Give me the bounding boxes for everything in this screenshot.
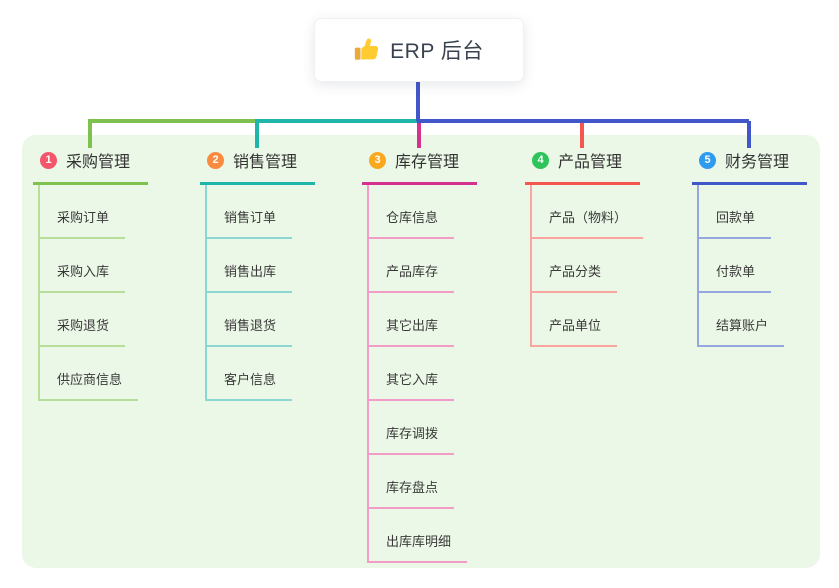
- branch-number-badge: 4: [532, 151, 549, 169]
- mindmap-node-label: 产品分类: [532, 261, 618, 293]
- mindmap-node-item[interactable]: 供应商信息: [40, 347, 148, 401]
- connector-segment-middle: [255, 119, 419, 123]
- branch-产品管理: 4 产品管理产品（物料） 产品分类产品单位: [525, 148, 644, 347]
- connector-drop-5: [747, 121, 751, 148]
- thumbs-up-icon: [354, 37, 380, 63]
- mindmap-node-item[interactable]: 采购订单: [40, 185, 148, 239]
- branch-item-list: 采购订单采购入库采购退货供应商信息: [38, 185, 148, 401]
- mindmap-node-label: 采购退货: [40, 315, 126, 347]
- mindmap-node-item[interactable]: 客户信息: [207, 347, 315, 401]
- mindmap-node-item[interactable]: 产品分类: [532, 239, 640, 293]
- branch-number-badge: 1: [40, 151, 57, 169]
- mindmap-node-label: 结算账户: [699, 315, 785, 347]
- mindmap-node-label: 库存调拨: [369, 423, 455, 455]
- branch-number-badge: 5: [699, 151, 716, 169]
- mindmap-node-item[interactable]: 销售退货: [207, 293, 315, 347]
- branch-label: 库存管理: [395, 154, 460, 171]
- branch-采购管理: 1 采购管理采购订单采购入库采购退货供应商信息: [33, 148, 148, 401]
- branch-number-badge: 2: [207, 151, 224, 169]
- branch-label: 销售管理: [233, 154, 298, 171]
- branches-panel: [22, 135, 820, 568]
- mindmap-node-item[interactable]: 其它入库: [369, 347, 477, 401]
- mindmap-node-label: 产品单位: [532, 315, 618, 347]
- mindmap-node-item[interactable]: 产品（物料）: [532, 185, 644, 239]
- mindmap-node-label: 产品库存: [369, 261, 455, 293]
- branch-header-库存管理[interactable]: 3 库存管理: [362, 148, 477, 185]
- mindmap-node-label: 付款单: [699, 261, 772, 293]
- root-node-title: ERP 后台: [390, 40, 484, 63]
- root-node[interactable]: ERP 后台: [314, 18, 524, 82]
- branch-label: 财务管理: [725, 154, 790, 171]
- connector-drop-2: [255, 121, 259, 148]
- mindmap-node-label: 销售订单: [207, 207, 293, 239]
- connector-drop-4: [580, 121, 584, 148]
- root-stem-line: [416, 82, 420, 121]
- connector-segment-right: [417, 119, 749, 123]
- mindmap-node-label: 客户信息: [207, 369, 293, 401]
- branch-item-list: 回款单付款单结算账户: [697, 185, 807, 347]
- mindmap-node-label: 采购订单: [40, 207, 126, 239]
- mindmap-node-item[interactable]: 采购退货: [40, 293, 148, 347]
- mindmap-node-item[interactable]: 库存调拨: [369, 401, 477, 455]
- mindmap-node-item[interactable]: 销售订单: [207, 185, 315, 239]
- mindmap-node-item[interactable]: 付款单: [699, 239, 807, 293]
- mindmap-node-item[interactable]: 结算账户: [699, 293, 807, 347]
- mindmap-node-label: 产品（物料）: [532, 207, 644, 239]
- mindmap-node-label: 采购入库: [40, 261, 126, 293]
- branch-header-采购管理[interactable]: 1 采购管理: [33, 148, 148, 185]
- mindmap-node-label: 回款单: [699, 207, 772, 239]
- mindmap-node-label: 仓库信息: [369, 207, 455, 239]
- mindmap-node-item[interactable]: 销售出库: [207, 239, 315, 293]
- branch-库存管理: 3 库存管理仓库信息产品库存其它出库其它入库库存调拨库存盘点出库库明细: [362, 148, 477, 563]
- mindmap-node-item[interactable]: 回款单: [699, 185, 807, 239]
- branch-item-list: 仓库信息产品库存其它出库其它入库库存调拨库存盘点出库库明细: [367, 185, 477, 563]
- mindmap-node-label: 其它出库: [369, 315, 455, 347]
- connector-drop-3: [417, 121, 421, 148]
- mindmap-node-label: 出库库明细: [369, 531, 468, 563]
- mindmap-node-label: 其它入库: [369, 369, 455, 401]
- connector-drop-1: [88, 121, 92, 148]
- branch-header-产品管理[interactable]: 4 产品管理: [525, 148, 640, 185]
- branch-header-销售管理[interactable]: 2 销售管理: [200, 148, 315, 185]
- mindmap-node-item[interactable]: 仓库信息: [369, 185, 477, 239]
- mindmap-node-item[interactable]: 出库库明细: [369, 509, 477, 563]
- mindmap-node-label: 库存盘点: [369, 477, 455, 509]
- mindmap-node-label: 销售出库: [207, 261, 293, 293]
- branch-label: 产品管理: [558, 154, 623, 171]
- branch-number-badge: 3: [369, 151, 386, 169]
- branch-财务管理: 5 财务管理回款单付款单结算账户: [692, 148, 807, 347]
- mindmap-node-item[interactable]: 库存盘点: [369, 455, 477, 509]
- branch-label: 采购管理: [66, 154, 131, 171]
- connector-segment-left: [88, 119, 257, 123]
- mindmap-node-label: 供应商信息: [40, 369, 139, 401]
- branch-item-list: 销售订单销售出库销售退货客户信息: [205, 185, 315, 401]
- branch-header-财务管理[interactable]: 5 财务管理: [692, 148, 807, 185]
- branch-item-list: 产品（物料） 产品分类产品单位: [530, 185, 644, 347]
- mindmap-node-item[interactable]: 其它出库: [369, 293, 477, 347]
- branch-销售管理: 2 销售管理销售订单销售出库销售退货客户信息: [200, 148, 315, 401]
- mindmap-node-label: 销售退货: [207, 315, 293, 347]
- mindmap-node-item[interactable]: 采购入库: [40, 239, 148, 293]
- mindmap-node-item[interactable]: 产品库存: [369, 239, 477, 293]
- mindmap-node-item[interactable]: 产品单位: [532, 293, 640, 347]
